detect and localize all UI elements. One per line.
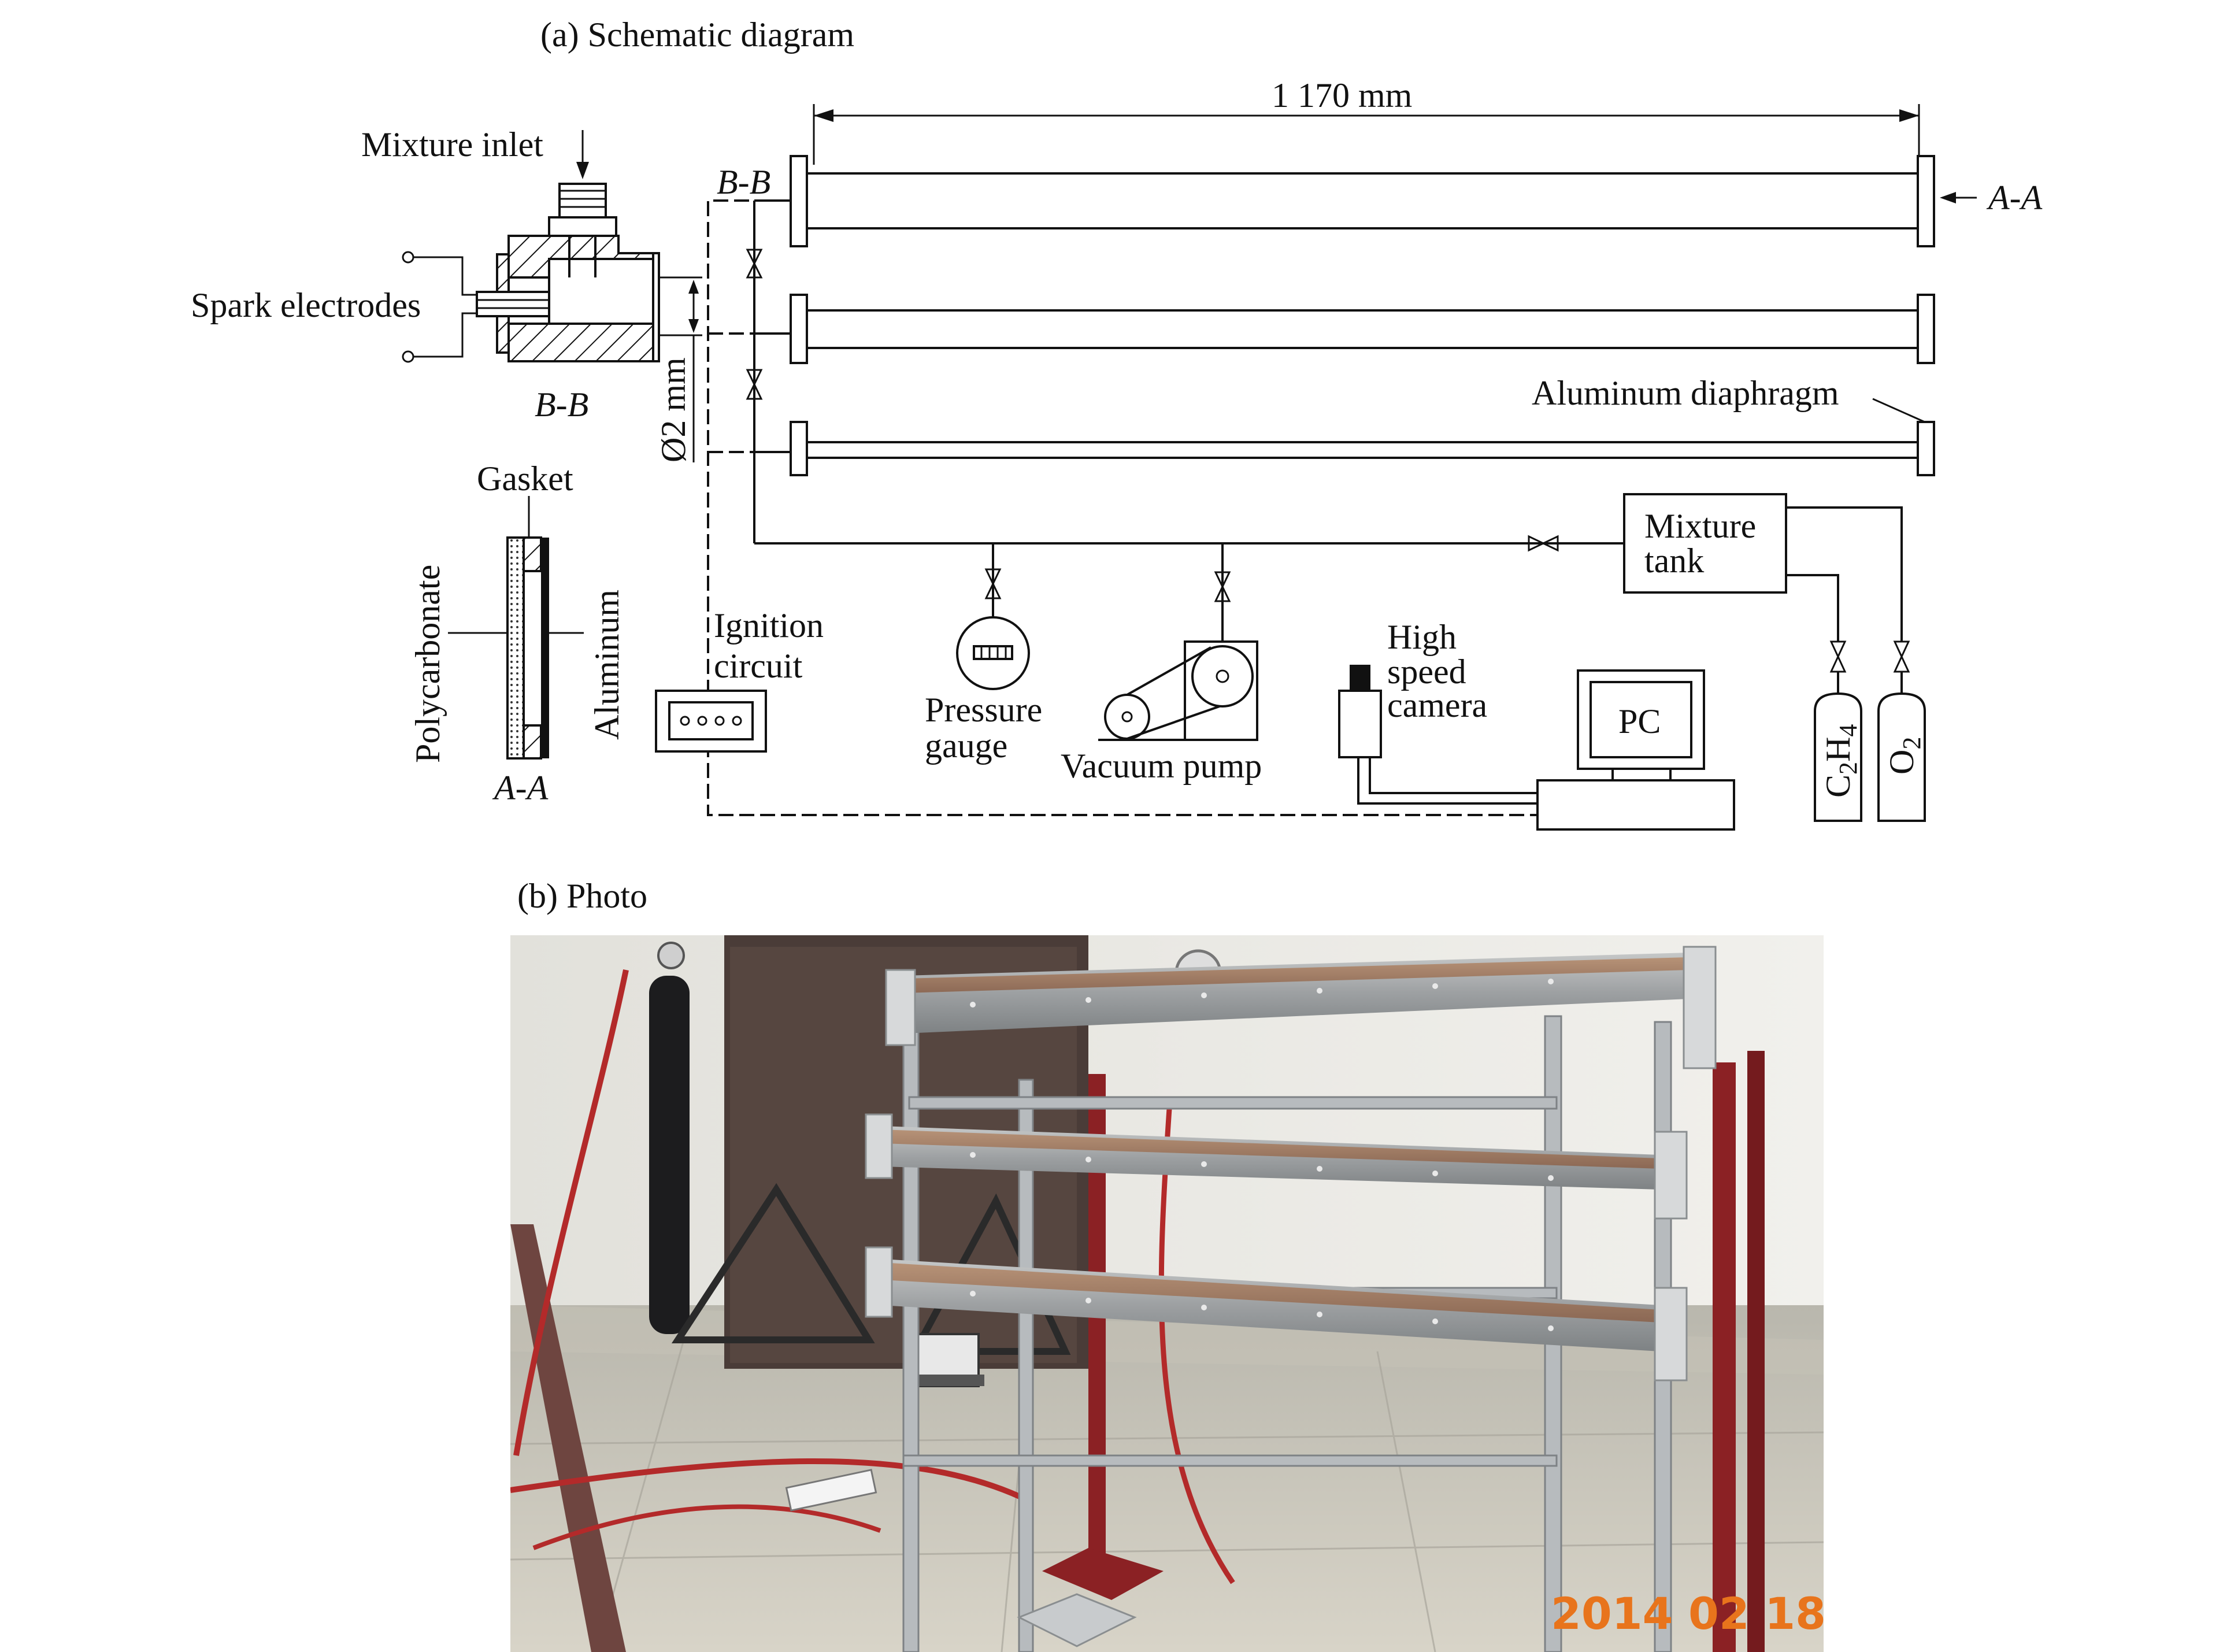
pc-computer: PC	[1536, 669, 1735, 831]
length-dimension-label: 1 170 mm	[1272, 76, 1412, 114]
c2h4-sub-4: 4	[1834, 724, 1862, 737]
section-aa-right-label: A-A	[1986, 179, 2043, 217]
detonation-tube-3	[790, 421, 1935, 476]
ignition-circuit-label-1: Ignition	[714, 606, 824, 644]
detonation-tube-2	[790, 294, 1935, 364]
ignition-circuit: Ignition circuit	[655, 606, 824, 753]
gasket-label: Gasket	[477, 460, 573, 498]
spark-electrodes-label: Spark electrodes	[191, 286, 421, 324]
polycarbonate-label: Polycarbonate	[409, 565, 447, 763]
camera-label-3: camera	[1387, 686, 1487, 724]
aluminum-diaphragm-leader	[1872, 398, 1925, 423]
c2h4-cylinder: C2H4	[1814, 640, 1862, 822]
photo-tube-2	[865, 1113, 1688, 1220]
aluminum-diaphragm-label: Aluminum diaphragm	[1532, 374, 1839, 412]
caption-a: (a) Schematic diagram	[540, 16, 854, 54]
pressure-gauge-label-1: Pressure	[925, 691, 1042, 729]
detonation-tube-1	[790, 155, 1935, 247]
high-speed-camera: High speed camera	[1338, 618, 1537, 805]
valve-manifold-1[interactable]	[746, 249, 763, 279]
section-bb-bottom-label: B-B	[535, 386, 588, 424]
pc-label: PC	[1618, 702, 1661, 740]
o2-o: O	[1883, 750, 1921, 775]
ignition-circuit-label-2: circuit	[714, 647, 803, 685]
vacuum-pump: Vacuum pump	[1061, 543, 1262, 785]
svg-text:O2: O2	[1883, 737, 1926, 775]
c2h4-sub-2: 2	[1834, 762, 1862, 775]
camera-label-1: High	[1387, 618, 1457, 656]
section-bb-top-label: B-B	[717, 163, 770, 201]
vacuum-pump-label: Vacuum pump	[1061, 747, 1262, 785]
pressure-gauge: Pressure gauge	[925, 543, 1042, 765]
experimental-setup-photo: 2014 02 18	[510, 935, 1826, 1652]
photo-date-stamp: 2014 02 18	[1551, 1588, 1826, 1639]
caption-b: (b) Photo	[517, 877, 647, 915]
length-dimension: 1 170 mm	[813, 76, 1920, 165]
gas-manifold	[746, 199, 1624, 552]
o2-sub-2: 2	[1898, 737, 1926, 750]
section-aa-bottom-label: A-A	[492, 769, 549, 807]
mixture-tank-label-2: tank	[1644, 542, 1704, 580]
section-aa-marker: A-A	[1940, 179, 2043, 217]
diameter-dimension-label: Ø2 mm	[654, 357, 692, 462]
mixture-tank-label-1: Mixture	[1644, 507, 1756, 545]
photo-tube-1	[885, 946, 1717, 1069]
mixture-tank: Mixture tank	[1623, 493, 1903, 642]
c2h4-h: H	[1819, 737, 1857, 762]
mixture-inlet-label: Mixture inlet	[361, 125, 543, 164]
o2-cylinder: O2	[1877, 640, 1926, 822]
svg-text:C2H4: C2H4	[1819, 724, 1862, 798]
c2h4-c: C	[1819, 775, 1857, 798]
aluminum-label: Aluminum	[588, 590, 626, 740]
section-aa-detail: Gasket Polycarbonate Aluminum A-A	[409, 460, 626, 807]
photo-tube-3	[865, 1246, 1688, 1381]
ignition-section-bb: Mixture inlet Spark electrodes B-B	[191, 125, 702, 462]
pressure-gauge-label-2: gauge	[925, 727, 1007, 765]
camera-label-2: speed	[1387, 653, 1466, 691]
valve-manifold-2[interactable]	[746, 369, 763, 400]
valve-mixture-tank[interactable]	[1528, 535, 1559, 552]
